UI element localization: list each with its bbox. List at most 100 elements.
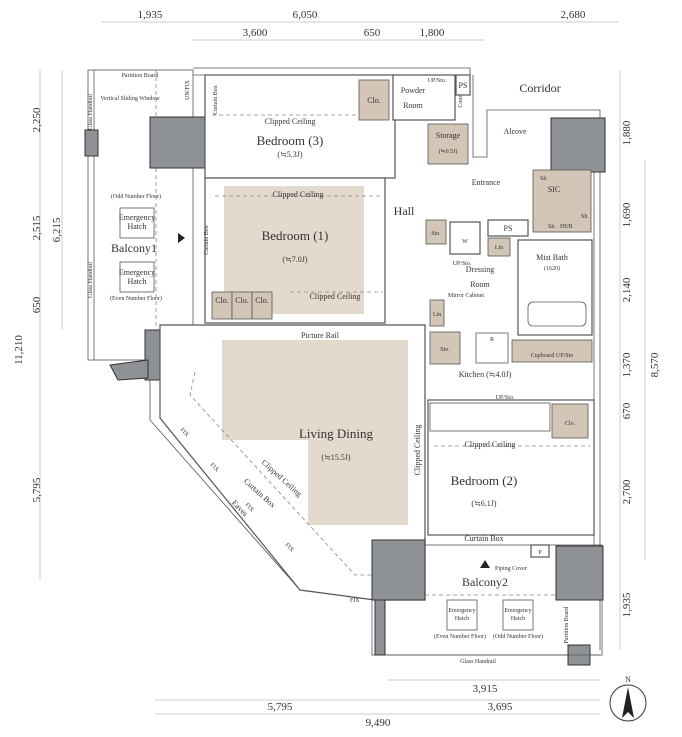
fix-label: FIX xyxy=(209,462,220,474)
north-compass: N xyxy=(609,675,647,722)
dim-top: 3,600 xyxy=(243,27,268,39)
storage-label: Storage xyxy=(436,131,461,140)
entry-arrow-icon xyxy=(480,560,490,568)
shelf-label: Sh. xyxy=(581,214,589,220)
structural-column xyxy=(371,539,426,601)
fix-label: FIX xyxy=(244,502,255,514)
refrigerator-label: R xyxy=(490,337,494,343)
storage-size: (≒0.5J) xyxy=(439,148,458,155)
dim-right: 670 xyxy=(621,402,633,419)
odd-floor-label: (Odd Number Floor) xyxy=(493,633,543,640)
mist-bath-label: Mist Bath xyxy=(536,253,568,262)
dim-bottom: 3,695 xyxy=(488,701,513,713)
sic-label: SIC xyxy=(548,185,560,194)
hub-label: HUB xyxy=(560,224,573,230)
kitchen-label: Kitchen (≒4.0J) xyxy=(459,370,512,379)
dim-bottom: 9,490 xyxy=(366,717,391,729)
powder-room xyxy=(392,74,456,121)
curtain-box-label: Curtain Box xyxy=(204,225,210,255)
dim-bottom: 3,915 xyxy=(473,683,498,695)
washer-label: W xyxy=(462,239,468,245)
ps-label: PS xyxy=(459,81,468,90)
hall-label: Hall xyxy=(394,204,415,218)
clipped-ceiling-label: Clipped Ceiling xyxy=(413,425,422,476)
linen-label: Lin xyxy=(495,245,503,251)
bedroom3-size: (≒5.3J) xyxy=(277,150,302,159)
storage-label: Sto. xyxy=(440,347,450,353)
glass-handrail-label: Glass Handrail xyxy=(460,659,496,665)
emergency-hatch-label: Hatch xyxy=(511,616,525,622)
dim-bottom: 5,795 xyxy=(268,701,293,713)
clipped-ceiling-label: Clipped Ceiling xyxy=(273,190,324,199)
piping-cover-label: Piping Cover xyxy=(495,566,527,572)
glass-handrail-label: Glass Handrail xyxy=(88,94,94,130)
dim-top: 2,680 xyxy=(561,9,586,21)
balcony2-label: Balcony2 xyxy=(462,575,508,589)
emergency-hatch-label: Emergency xyxy=(119,213,155,222)
living-dining-label: Living Dining xyxy=(299,426,374,441)
fix-label: FIX xyxy=(179,427,190,439)
closet-label: Clo. xyxy=(565,421,576,427)
shelf-label: Sh. xyxy=(548,224,556,230)
north-arrow-icon xyxy=(622,687,634,718)
dim-right: 2,140 xyxy=(621,277,633,302)
balcony1-label: Balcony1 xyxy=(111,241,157,255)
even-floor-label: (Even Number Floor) xyxy=(110,295,162,302)
powder-room-label: Powder xyxy=(401,86,426,95)
bedroom3-label: Bedroom (3) xyxy=(257,133,324,148)
clipped-ceiling-label: Clipped Ceiling xyxy=(310,292,361,301)
dim-left: 2,250 xyxy=(31,107,43,132)
emergency-hatch-label: Emergency xyxy=(119,268,155,277)
closet-label: Clo. xyxy=(367,96,381,105)
emergency-hatch-label: Emergency xyxy=(448,608,475,614)
dim-left: 6,215 xyxy=(51,217,63,242)
dim-left: 11,210 xyxy=(13,335,25,365)
sic xyxy=(532,169,592,233)
clipped-ceiling-label: Clipped Ceiling xyxy=(465,440,516,449)
mist-bath-size: (1620) xyxy=(544,265,560,272)
up-sto-label: UP/Sto. xyxy=(453,261,472,267)
shelf-label: Sh. xyxy=(540,176,548,182)
storage-label: Sto. xyxy=(431,231,441,237)
bedroom1-label: Bedroom (1) xyxy=(262,228,329,243)
up-sto-label: UP/Sto. xyxy=(496,395,515,401)
odd-floor-label: (Odd Number Floor) xyxy=(111,193,161,200)
closet-label: Clo. xyxy=(215,296,229,305)
storage xyxy=(427,123,469,165)
corridor-label: Corridor xyxy=(519,81,560,95)
dim-left: 5,795 xyxy=(31,477,43,502)
emergency-hatch-label: Emergency xyxy=(504,608,531,614)
emergency-hatch-label: Hatch xyxy=(127,222,146,231)
structural-column xyxy=(550,117,606,173)
dim-right: 1,690 xyxy=(621,202,633,227)
bedroom2-label: Bedroom (2) xyxy=(451,473,518,488)
ps-label: PS xyxy=(504,224,513,233)
dim-right: 2,700 xyxy=(621,479,633,504)
dressing-room-label: Room xyxy=(470,280,490,289)
alcove-label: Alcove xyxy=(503,127,527,136)
entrance-label: Entrance xyxy=(472,178,501,187)
mirror-cabinet-label: Mirror Cabinet xyxy=(448,293,484,299)
fix-label: FIX xyxy=(284,542,295,554)
emergency-hatch-label: Hatch xyxy=(455,616,469,622)
counter-label: Counter xyxy=(458,88,464,107)
dim-right: 8,570 xyxy=(649,352,661,377)
closet xyxy=(358,79,390,121)
dim-left: 2,515 xyxy=(31,215,43,240)
emergency-hatch-label: Hatch xyxy=(127,277,146,286)
un-fix-label: UN/FIX xyxy=(185,79,191,100)
vertical-sliding-window-label: Vertical Sliding Window xyxy=(100,96,160,102)
structural-column xyxy=(555,545,604,601)
living-dining-size: (≒15.5J) xyxy=(321,453,350,462)
dim-top: 1,800 xyxy=(420,27,445,39)
dim-right: 1,370 xyxy=(621,352,633,377)
partition-board-label: Partition Board xyxy=(122,73,159,79)
p-label: P xyxy=(538,550,542,556)
curtain-box-label: Curtain Box xyxy=(464,534,503,543)
clipped-ceiling-label: Clipped Ceiling xyxy=(265,117,316,126)
dim-right: 1,935 xyxy=(621,592,633,617)
dim-top: 6,050 xyxy=(293,9,318,21)
outer-wall xyxy=(193,67,471,76)
even-floor-label: (Even Number Floor) xyxy=(434,633,486,640)
